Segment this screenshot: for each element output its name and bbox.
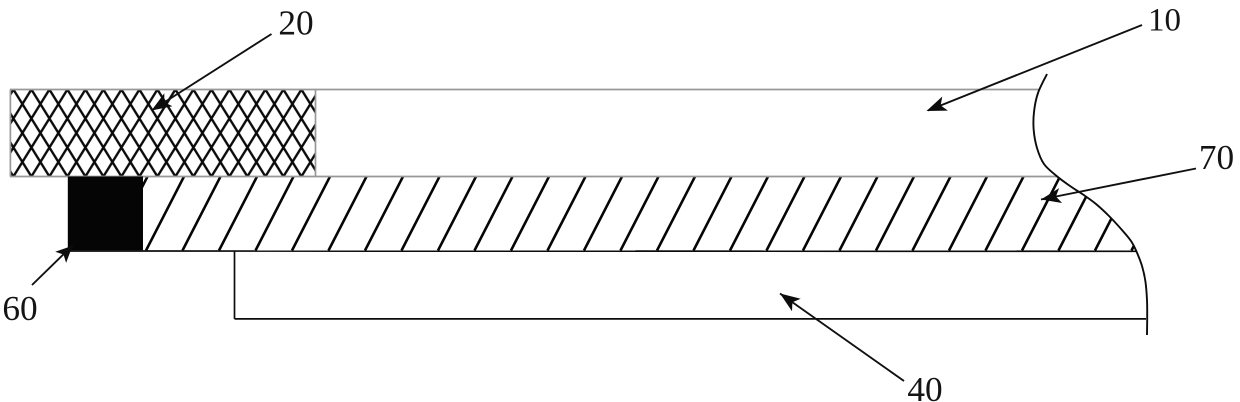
svg-text:60: 60: [2, 289, 37, 328]
svg-text:40: 40: [907, 370, 942, 402]
svg-text:20: 20: [278, 4, 313, 43]
svg-text:10: 10: [1148, 3, 1181, 39]
svg-text:70: 70: [1199, 138, 1234, 177]
